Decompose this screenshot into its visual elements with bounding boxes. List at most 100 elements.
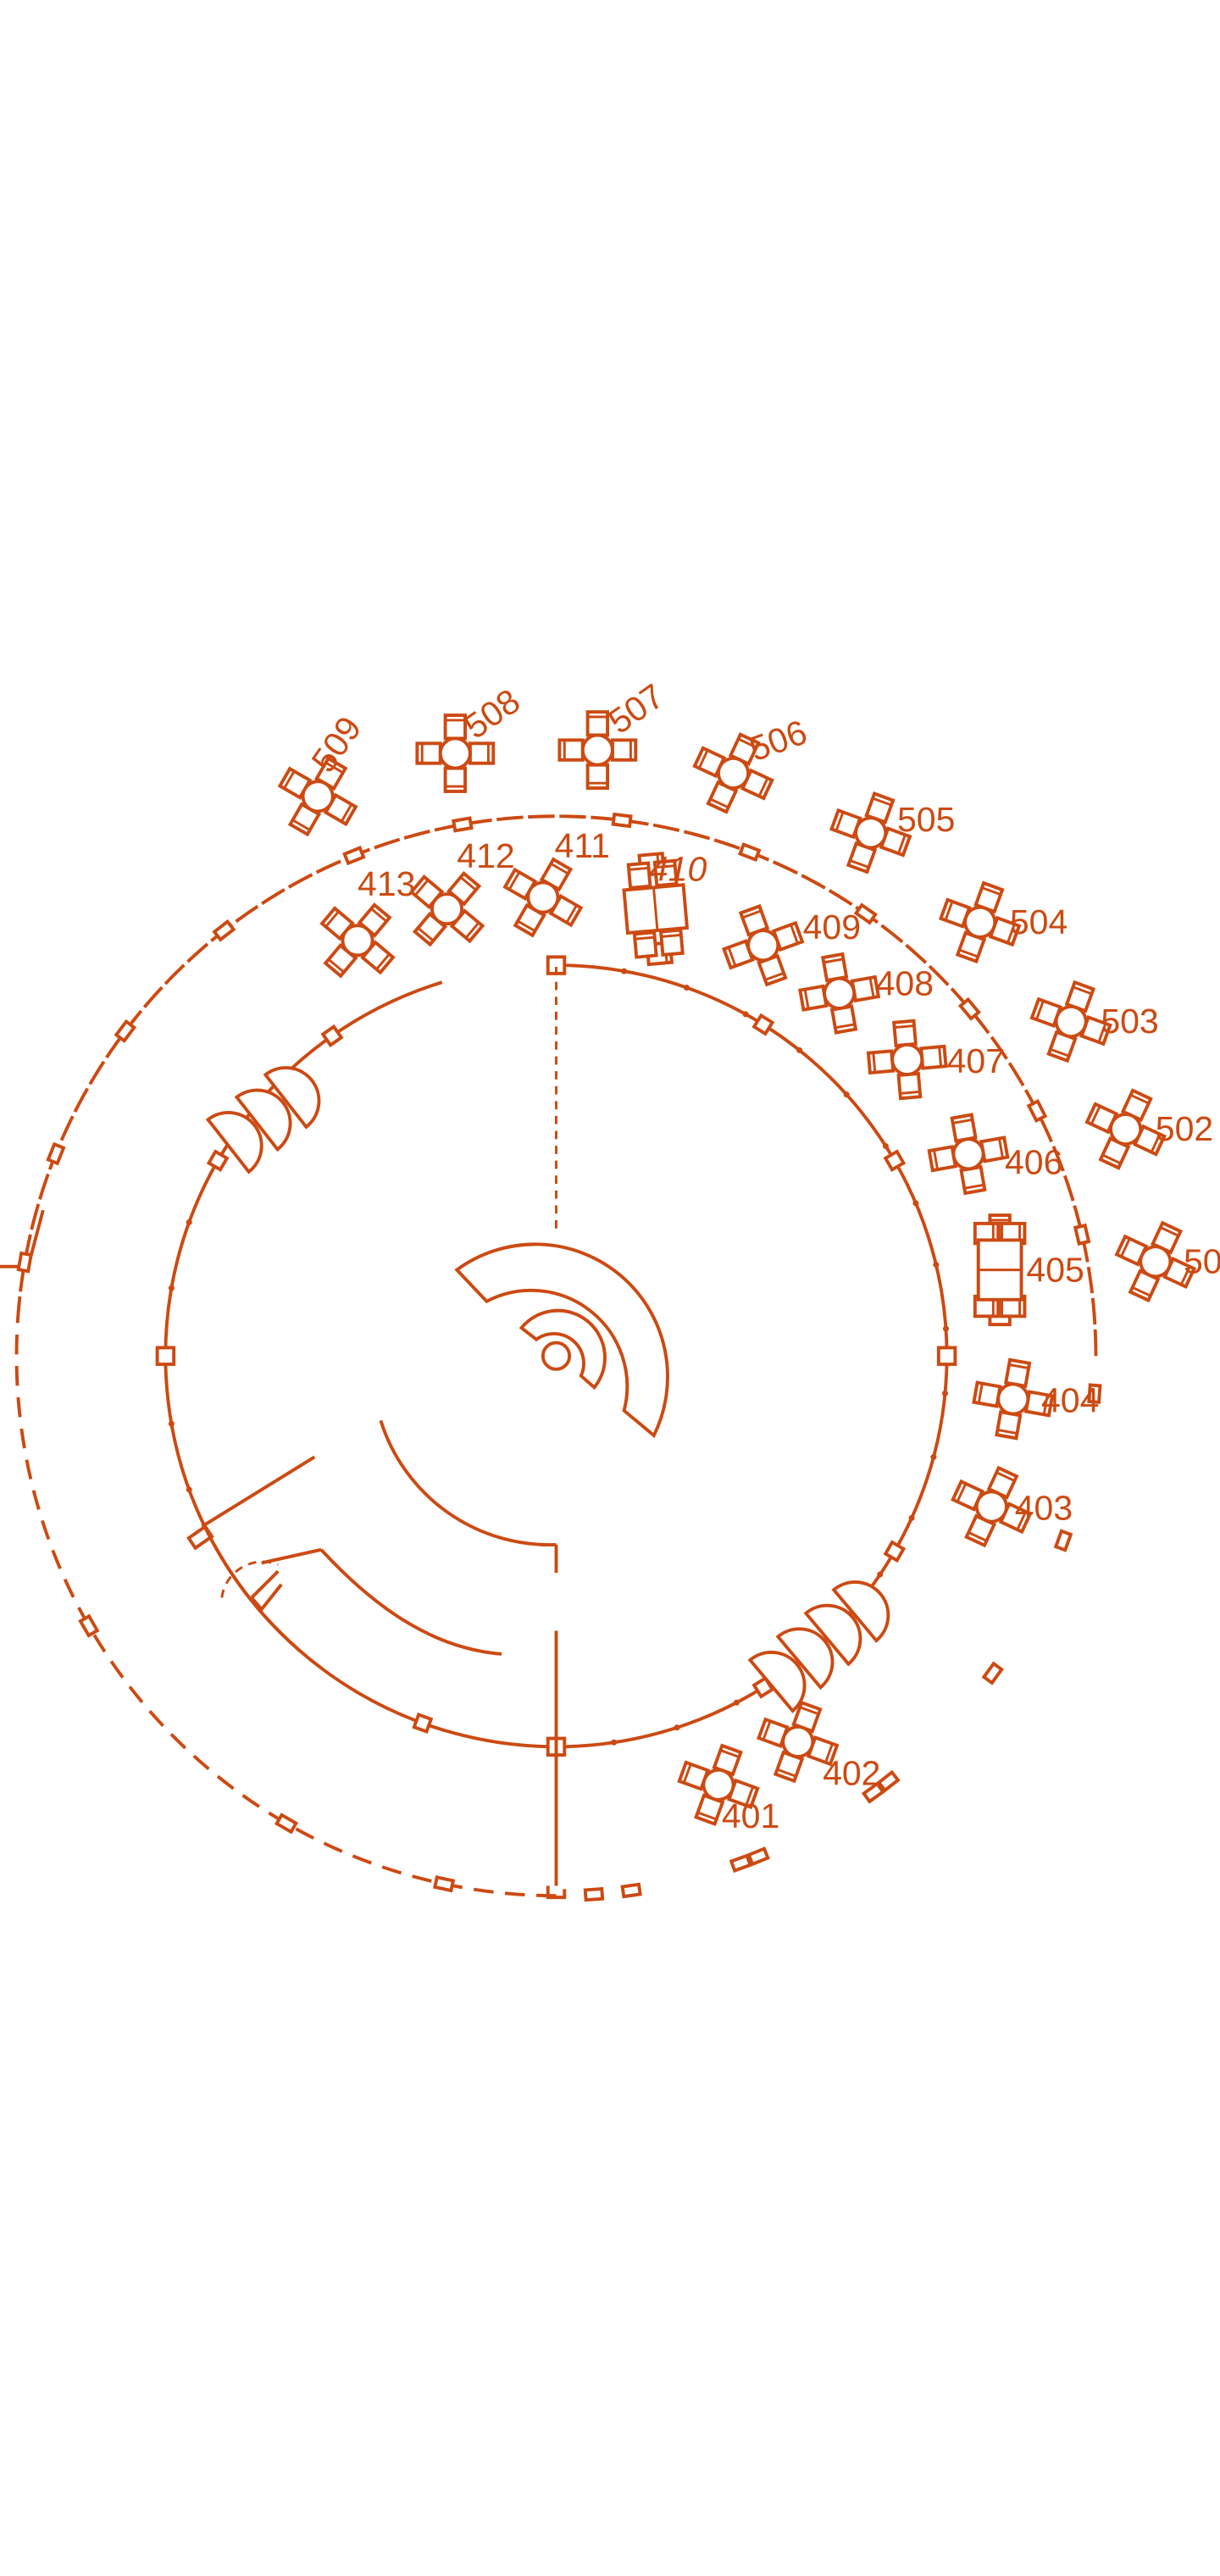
chair <box>927 1145 957 1173</box>
chair <box>972 1380 1002 1408</box>
table-top <box>996 1382 1030 1416</box>
mullion-dot <box>843 1091 850 1098</box>
revolving-door <box>205 1066 321 1174</box>
table-509[interactable] <box>266 744 370 848</box>
table-top <box>1139 1245 1173 1279</box>
window-mark <box>620 1882 642 1899</box>
table-label: 408 <box>876 963 934 1002</box>
column <box>320 1024 344 1048</box>
table-label: 413 <box>358 864 415 903</box>
chair <box>652 858 679 888</box>
table-504[interactable] <box>931 874 1029 971</box>
window-mark <box>957 997 981 1021</box>
chair <box>585 763 610 790</box>
column <box>206 1149 230 1173</box>
table-label: 501 <box>1184 1242 1220 1281</box>
table-402[interactable] <box>749 1693 846 1790</box>
table-505[interactable] <box>822 784 919 881</box>
chair <box>468 741 496 765</box>
chair <box>879 826 912 858</box>
table-label: 503 <box>1101 1002 1158 1041</box>
chair <box>864 791 896 824</box>
chair <box>829 1004 858 1035</box>
chair <box>1079 1015 1112 1046</box>
interior-curved-wall <box>379 1419 557 1547</box>
table-label: 505 <box>897 800 955 839</box>
mullion-dot <box>877 1571 884 1578</box>
chair <box>951 1479 984 1512</box>
window-mark <box>342 845 366 866</box>
mullion-dot <box>912 1200 919 1207</box>
chair <box>820 952 849 983</box>
table-501[interactable] <box>1105 1211 1206 1312</box>
column <box>883 1149 907 1173</box>
chair <box>892 1019 918 1048</box>
table-408[interactable] <box>796 949 884 1037</box>
chair <box>979 1135 1010 1163</box>
table-label: 507 <box>602 676 671 741</box>
mullion-dot <box>733 1699 740 1706</box>
mullion-dot <box>796 1046 803 1053</box>
mullion-dot <box>933 1262 940 1269</box>
column <box>883 1540 907 1563</box>
mullion-dot <box>908 1514 915 1521</box>
table-label: 409 <box>803 908 861 947</box>
chair <box>415 741 442 765</box>
chair <box>443 766 467 793</box>
table-label: 404 <box>1041 1381 1099 1420</box>
table-top <box>963 905 997 939</box>
window-mark <box>16 1251 33 1274</box>
table-403[interactable] <box>941 1456 1042 1557</box>
table-401[interactable] <box>669 1736 767 1834</box>
table-508[interactable] <box>415 713 496 793</box>
chair <box>712 1743 743 1777</box>
table-409[interactable] <box>714 897 812 994</box>
table-410[interactable] <box>621 852 690 967</box>
table-507[interactable] <box>557 710 638 790</box>
door-swing <box>220 1560 279 1598</box>
table-405[interactable] <box>973 1213 1027 1327</box>
table-413[interactable] <box>304 886 412 994</box>
column <box>155 1346 176 1366</box>
revolving-door <box>747 1580 890 1713</box>
table-406[interactable] <box>924 1110 1012 1198</box>
table-407[interactable] <box>866 1019 948 1101</box>
table-503[interactable] <box>1023 973 1120 1070</box>
interior-wall <box>201 1455 316 1529</box>
mullion-dot <box>621 968 628 974</box>
window-mark <box>611 812 633 829</box>
table-411[interactable] <box>491 846 595 950</box>
window-mark <box>876 1769 901 1793</box>
side-door <box>186 1524 322 1613</box>
table-502[interactable] <box>1075 1079 1176 1180</box>
chair <box>896 1071 923 1101</box>
chair <box>938 897 972 929</box>
table-top <box>438 736 472 770</box>
table-top <box>781 1724 815 1759</box>
window-mark <box>78 1613 100 1638</box>
table-top <box>1109 1112 1143 1146</box>
chair <box>1004 1357 1032 1388</box>
mullion-dot <box>674 1724 680 1731</box>
tables-group: 4014024034044054064074084094104114124135… <box>266 676 1220 1835</box>
window-mark <box>981 1661 1005 1685</box>
table-top <box>890 1042 924 1077</box>
chair <box>548 893 584 928</box>
table-506[interactable] <box>683 723 784 824</box>
chair <box>632 930 658 959</box>
table-label: 504 <box>1010 902 1068 941</box>
table-top <box>1054 1004 1088 1039</box>
central-counter-outer <box>454 1242 669 1439</box>
table-top <box>341 924 374 958</box>
table-label: 412 <box>457 836 514 875</box>
chair <box>866 1049 896 1075</box>
table-404[interactable] <box>969 1355 1057 1443</box>
table-label: 406 <box>1005 1142 1062 1181</box>
table-layer: 4014024034044054064074084094104114124135… <box>266 676 1220 1835</box>
table-412[interactable] <box>393 855 501 963</box>
window-mark <box>212 919 236 942</box>
mullion-dot <box>683 985 690 991</box>
window-mark <box>738 842 762 863</box>
chair <box>726 1778 760 1810</box>
